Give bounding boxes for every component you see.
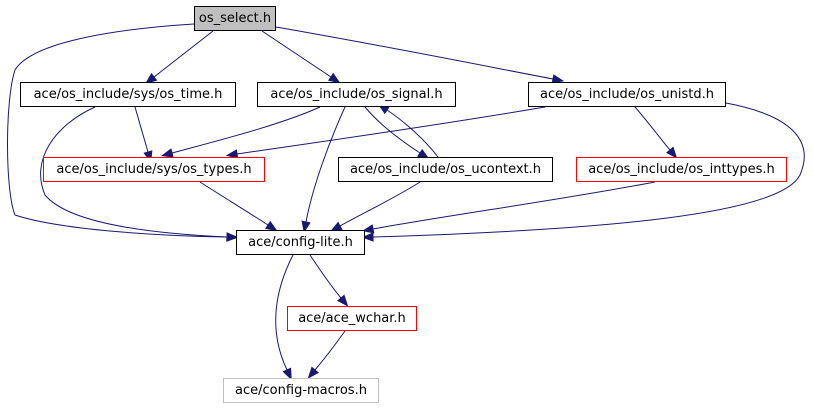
edge-arrowhead-os-select-to-os-signal (327, 72, 341, 84)
edge-arrowhead-os-types-to-config-lite (264, 220, 278, 232)
edge-os-time-to-os-types (134, 106, 149, 153)
edge-arrowhead-os-select-to-os-time (145, 72, 158, 84)
edge-os-unistd-to-config-lite (372, 102, 805, 238)
edge-os-inttypes-to-config-lite (372, 181, 656, 230)
edge-arrowhead-os-time-to-config-lite (226, 232, 239, 242)
node-ace-wchar-h[interactable]: ace/ace_wchar.h (287, 306, 417, 331)
node-label: ace/ace_wchar.h (298, 311, 406, 326)
node-os-ucontext-h[interactable]: ace/os_include/os_ucontext.h (338, 157, 553, 182)
edge-os-unistd-to-os-types (236, 106, 546, 155)
edge-arrowhead-os-signal-to-os-types (161, 148, 174, 158)
edge-arrowhead-os-unistd-to-os-types (225, 149, 239, 159)
node-label: ace/os_include/os_inttypes.h (588, 162, 775, 177)
edge-os-types-to-config-lite (199, 181, 269, 226)
node-label: ace/os_include/os_ucontext.h (349, 162, 542, 177)
edge-config-lite-to-ace-wchar (309, 254, 342, 299)
node-label: ace/os_include/sys/os_time.h (33, 87, 223, 102)
node-label: ace/os_include/os_signal.h (270, 87, 443, 102)
edge-arrowhead-os-unistd-to-os-inttypes (666, 146, 678, 159)
node-label: ace/os_include/sys/os_types.h (56, 162, 252, 177)
edge-os-select-to-os-time (153, 30, 214, 78)
node-config-lite-h[interactable]: ace/config-lite.h (236, 230, 365, 255)
node-os-types-h[interactable]: ace/os_include/sys/os_types.h (43, 157, 265, 182)
node-label: os_select.h (198, 11, 272, 26)
node-label: ace/config-lite.h (248, 235, 353, 250)
node-os-select-h[interactable]: os_select.h (194, 6, 276, 31)
edge-os-signal-to-config-lite (305, 106, 346, 223)
edge-os-ucontext-to-config-lite (339, 181, 421, 227)
node-os-time-h[interactable]: ace/os_include/sys/os_time.h (20, 82, 236, 107)
edge-os-time-to-config-lite (40, 106, 228, 238)
node-config-macros-h[interactable]: ace/config-macros.h (223, 378, 379, 403)
node-os-inttypes-h[interactable]: ace/os_include/os_inttypes.h (576, 157, 787, 182)
edge-arrowhead-config-lite-to-config-macros (282, 367, 292, 381)
node-os-signal-h[interactable]: ace/os_include/os_signal.h (257, 82, 456, 107)
edge-arrowhead-os-signal-to-config-lite (301, 220, 311, 234)
node-label: ace/config-macros.h (235, 383, 367, 398)
edge-config-lite-to-config-macros (275, 254, 294, 371)
edge-arrowhead-ace-wchar-to-config-macros (307, 366, 319, 379)
edge-arrowhead-os-unistd-to-config-lite (361, 232, 374, 242)
edge-arrowhead-os-inttypes-to-config-lite (361, 224, 375, 234)
node-label: ace/os_include/os_unistd.h (539, 87, 714, 102)
edge-os-ucontext-to-os-signal (386, 109, 439, 158)
edge-arrowhead-config-lite-to-ace-wchar (337, 294, 349, 307)
edge-ace-wchar-to-config-macros (314, 330, 346, 371)
edge-os-select-to-config-lite (7, 23, 228, 238)
node-os-unistd-h[interactable]: ace/os_include/os_unistd.h (528, 82, 726, 107)
edge-os-signal-to-os-types (171, 106, 321, 154)
edge-os-unistd-to-os-inttypes (634, 106, 671, 151)
edge-os-select-to-os-signal (261, 30, 332, 78)
edge-os-select-to-os-unistd (275, 26, 554, 80)
edge-arrowhead-os-select-to-os-unistd (551, 74, 565, 84)
